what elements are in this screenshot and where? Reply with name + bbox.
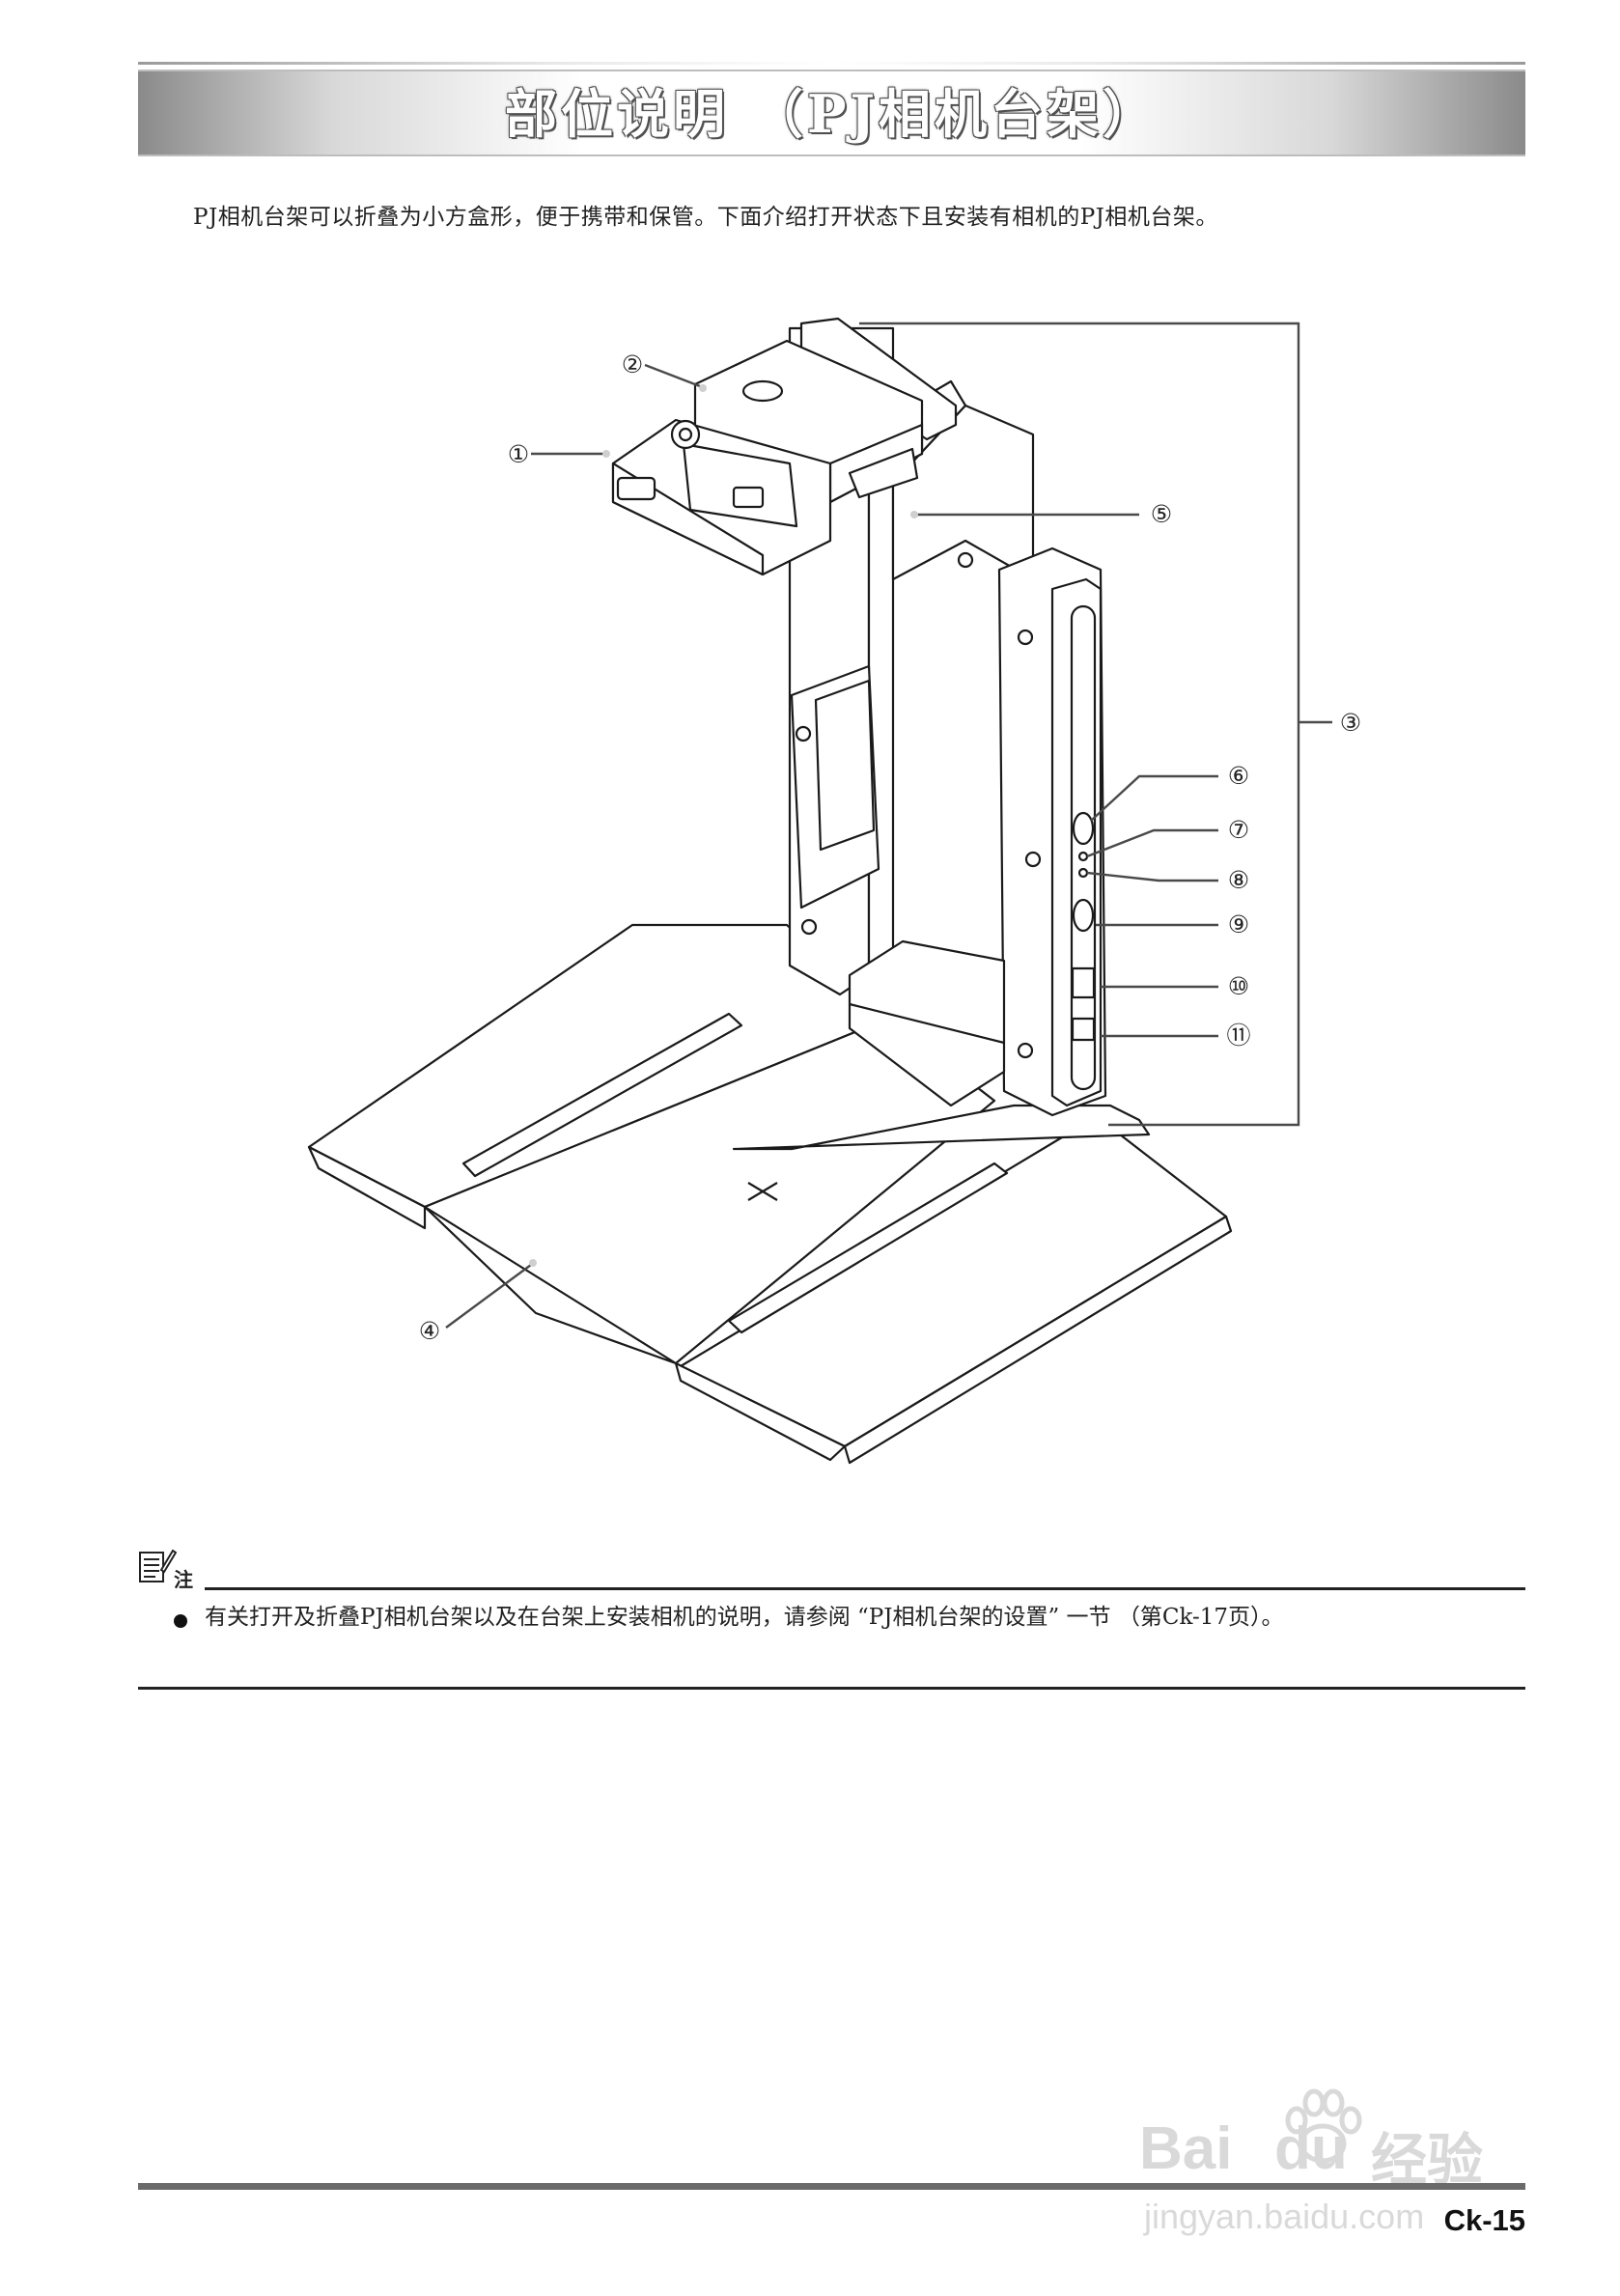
- note-bullet: [174, 1614, 187, 1628]
- camera-head: [611, 317, 958, 576]
- watermark-brand-suffix: du: [1274, 2115, 1348, 2182]
- watermark-url: jingyan.baidu.com: [1144, 2197, 1425, 2236]
- callout-4: ④: [418, 1317, 441, 1345]
- note-bottom-rule: [138, 1687, 1525, 1690]
- stand-column: [788, 326, 1107, 1117]
- page-number: Ck-15: [1443, 2203, 1525, 2237]
- callout-2: ②: [621, 350, 644, 378]
- leader-lines: [445, 322, 1332, 1329]
- callout-1: ①: [507, 440, 530, 468]
- note-label: 注: [174, 1568, 193, 1591]
- callout-7: ⑦: [1227, 816, 1250, 844]
- note-top-rule: [205, 1587, 1525, 1590]
- intro-paragraph: PJ相机台架可以折叠为小方盒形，便于携带和保管。下面介绍打开状态下且安装有相机的…: [193, 205, 1218, 230]
- page-title: 部位说明 （PJ相机台架）: [505, 83, 1159, 145]
- callout-6: ⑥: [1227, 762, 1250, 790]
- callout-11: ⑪: [1226, 1022, 1251, 1050]
- callout-3: ③: [1339, 709, 1362, 737]
- callout-10: ⑩: [1227, 972, 1250, 1000]
- callout-8: ⑧: [1227, 866, 1250, 894]
- paw-icon: [1285, 2088, 1362, 2164]
- callout-9: ⑨: [1227, 910, 1250, 938]
- footer-rule: [138, 2183, 1525, 2190]
- base-board: [307, 923, 1233, 1465]
- callout-5: ⑤: [1150, 500, 1173, 528]
- note-pencil-icon: [139, 1549, 177, 1582]
- watermark-brand-cn: 经验: [1371, 2127, 1484, 2193]
- title-band: [138, 62, 1525, 156]
- watermark-brand: Bai: [1139, 2115, 1233, 2182]
- center-mark: [747, 1182, 778, 1201]
- note-text: 有关打开及折叠PJ相机台架以及在台架上安装相机的说明，请参阅 “PJ相机台架的设…: [205, 1605, 1284, 1630]
- stand-diagram: [307, 317, 1332, 1465]
